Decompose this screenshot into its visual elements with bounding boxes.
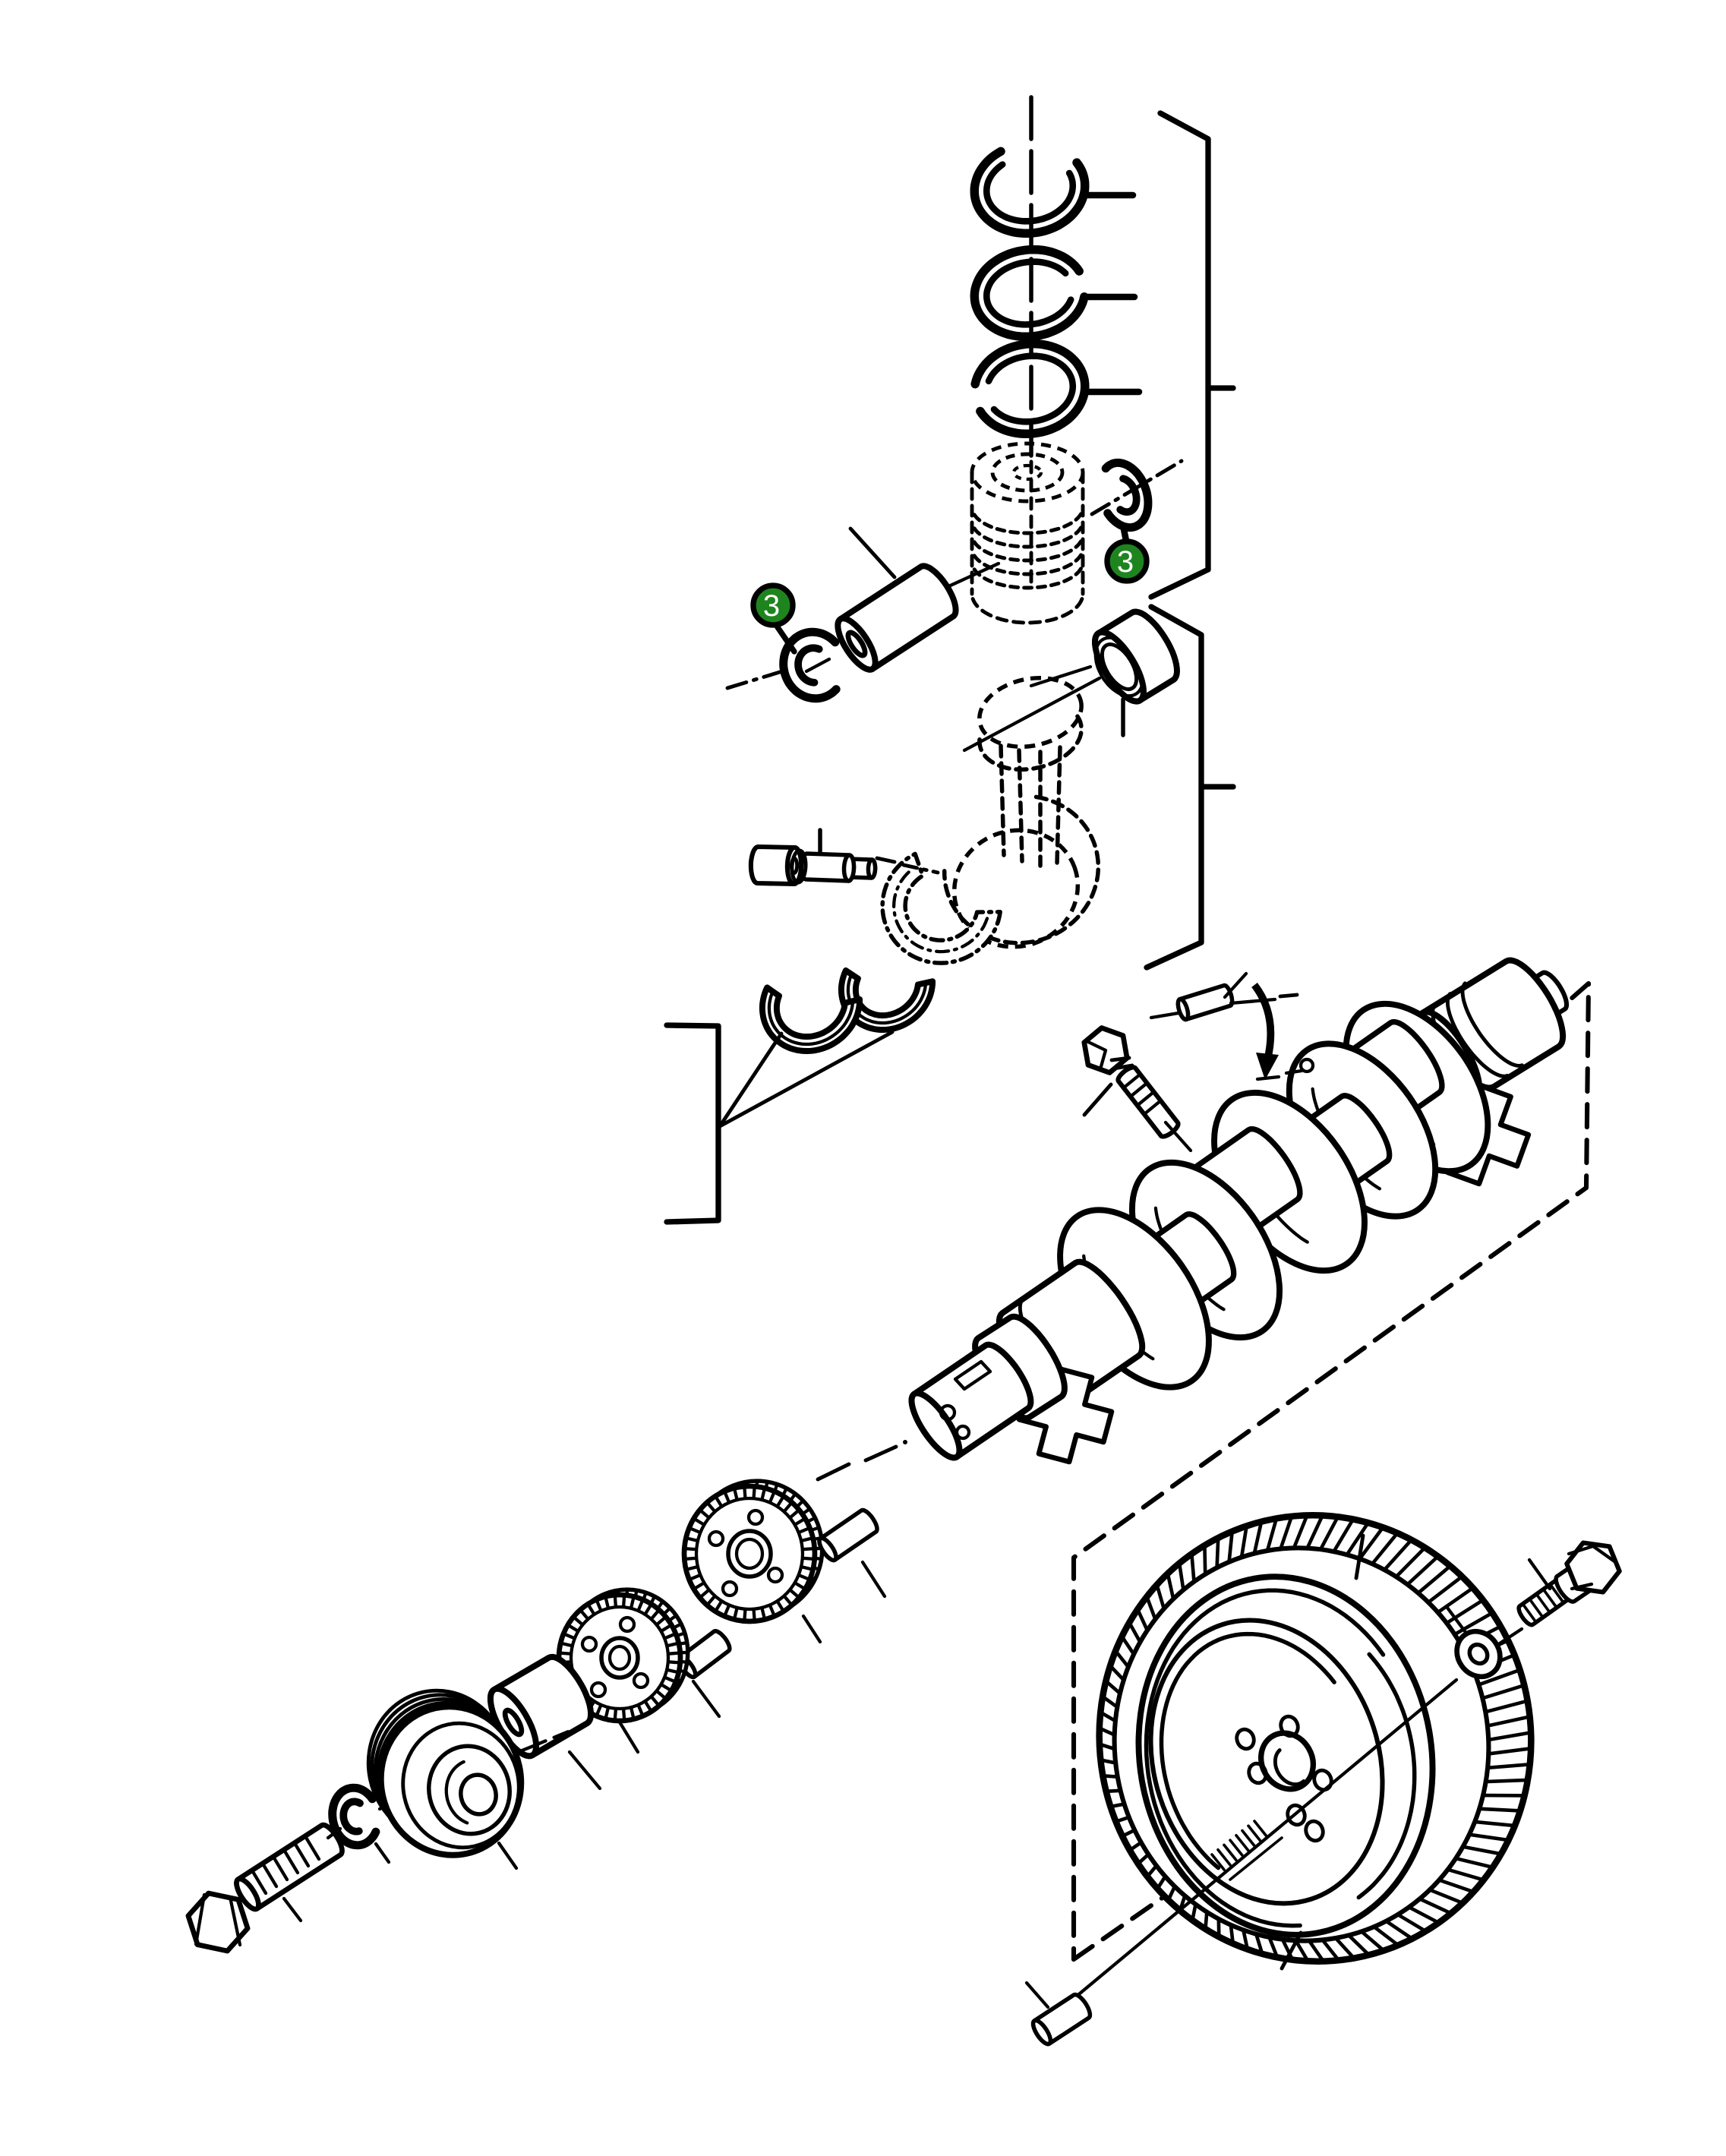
svg-text:3: 3 [1117, 545, 1134, 579]
svg-text:3: 3 [763, 589, 780, 623]
